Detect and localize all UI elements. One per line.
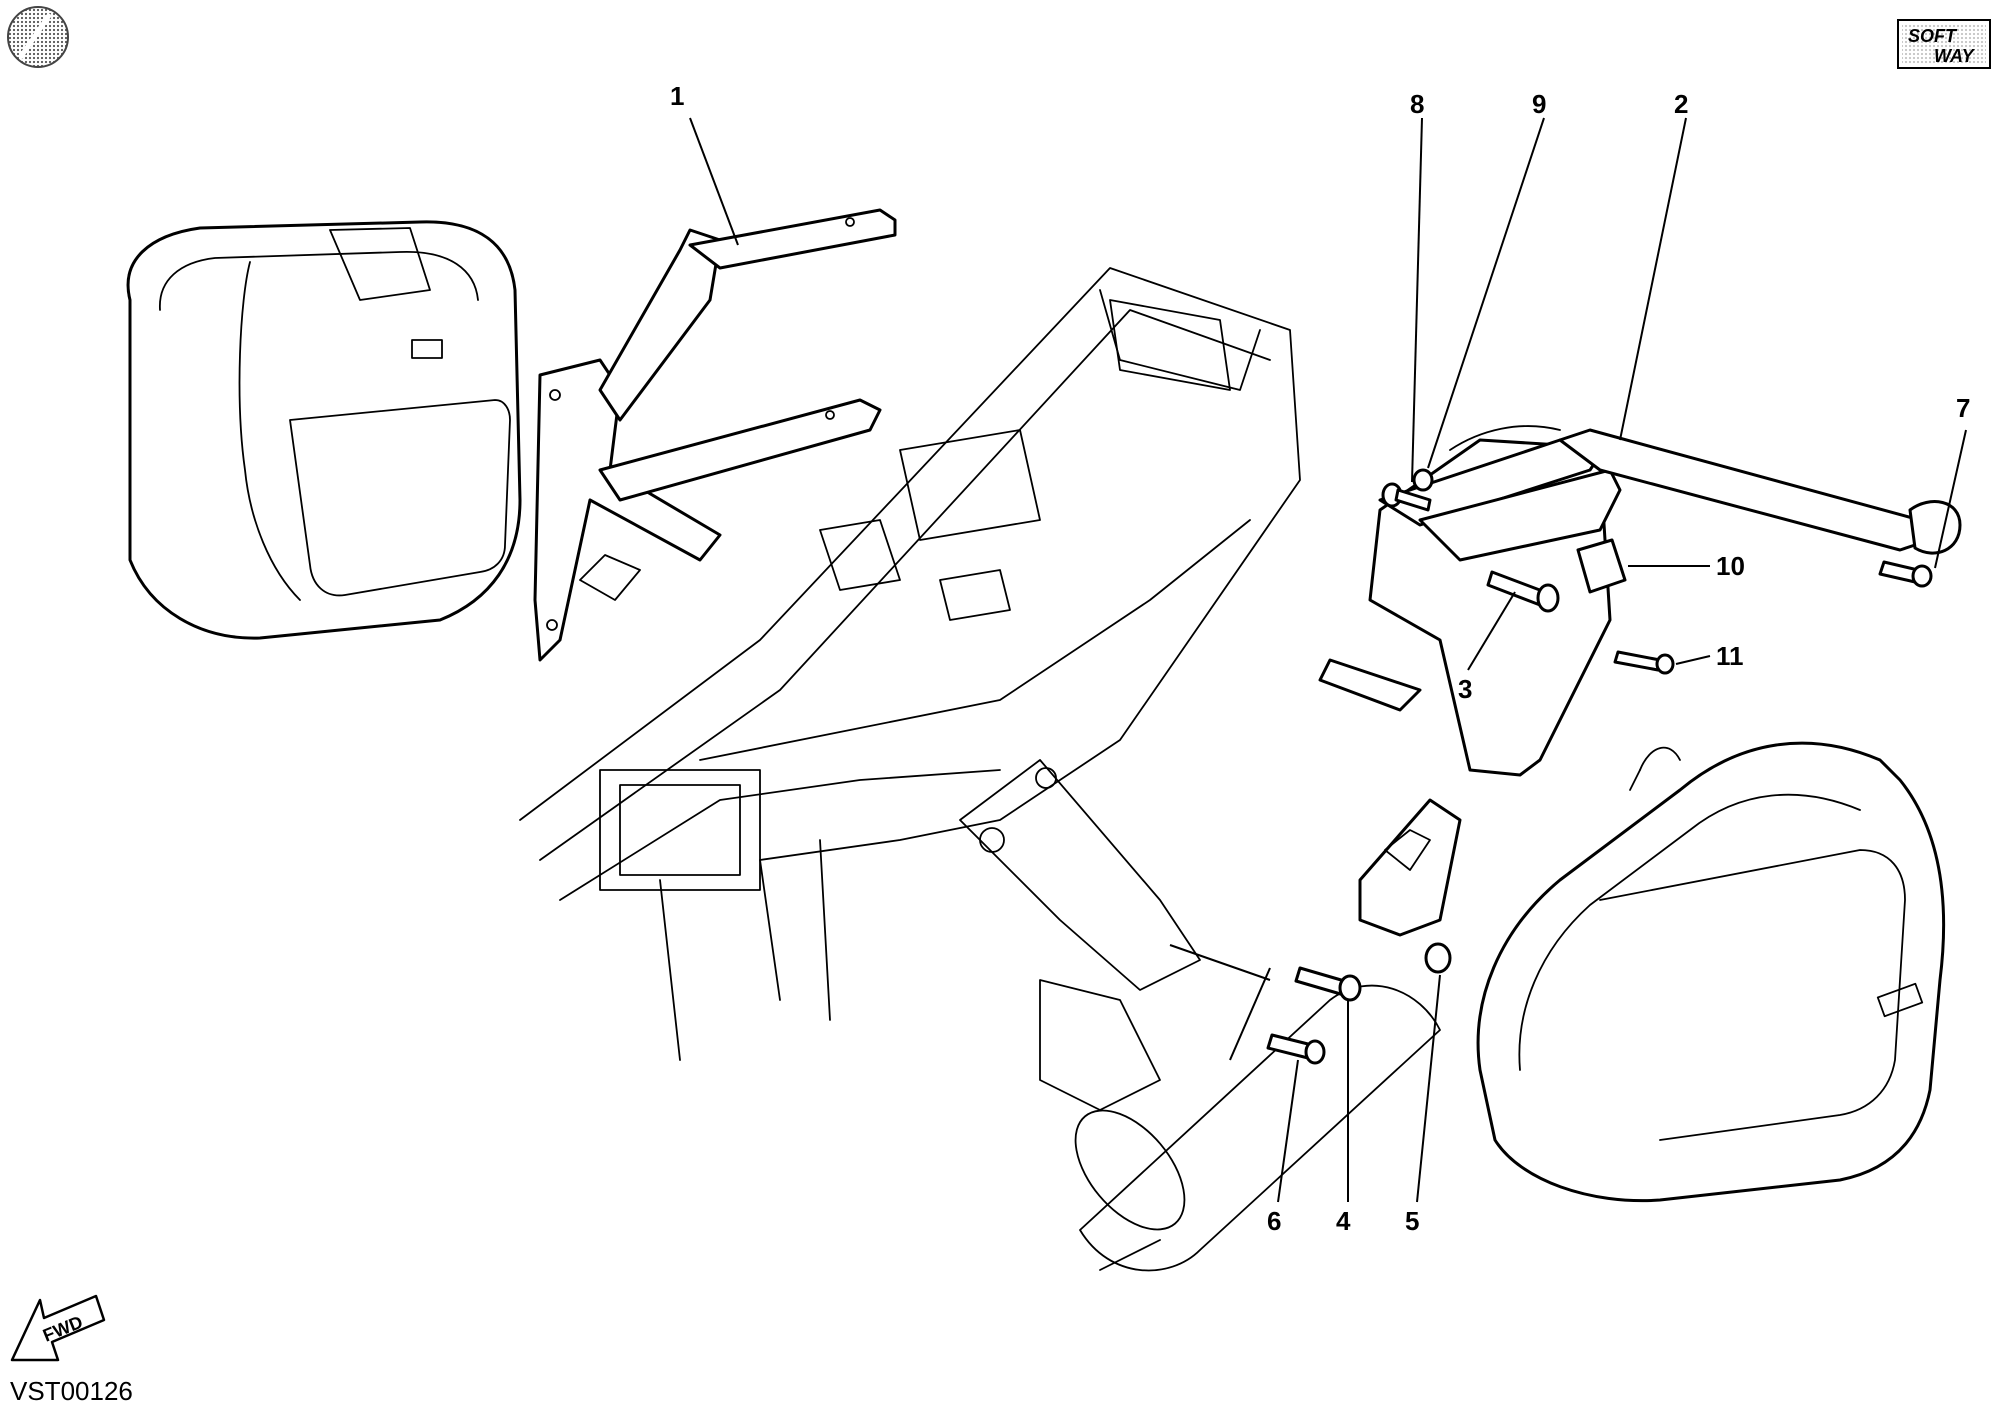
- callout-1: 1: [670, 81, 684, 111]
- part-3-bolt: [1486, 570, 1560, 613]
- right-pannier-case: [1476, 741, 1946, 1203]
- callout-10: 10: [1716, 551, 1745, 581]
- callout-8: 8: [1410, 89, 1424, 119]
- callout-9: 9: [1532, 89, 1546, 119]
- drawing-code: VST00126: [10, 1376, 133, 1406]
- rear-subframe: [519, 267, 1441, 1272]
- callout-3: 3: [1458, 674, 1472, 704]
- part-1-left-bracket: [533, 208, 897, 662]
- callout-5: 5: [1405, 1206, 1419, 1236]
- forward-arrow-icon: FWD: [10, 1294, 106, 1362]
- brand-line-2: WAY: [1934, 46, 1976, 66]
- part-4-bolt: [1294, 966, 1362, 1002]
- part-11-screw: [1613, 650, 1675, 675]
- callout-6: 6: [1267, 1206, 1281, 1236]
- corner-logo-icon: [7, 6, 69, 68]
- part-5-spacer: [1424, 942, 1452, 974]
- leader-lines: [689, 117, 1967, 1203]
- part-8-screw: [1381, 482, 1432, 512]
- part-9-washer: [1412, 468, 1434, 492]
- left-pannier-case: [126, 220, 522, 640]
- part-10-rubber-pad: [1576, 538, 1627, 594]
- callout-7: 7: [1956, 393, 1970, 423]
- callout-labels: 1 2 3 4 5 6 7 8 9 10 11: [670, 81, 1970, 1236]
- part-6-bolt: [1266, 1033, 1326, 1065]
- callout-11: 11: [1716, 641, 1744, 671]
- brand-line-1: SOFT: [1908, 26, 1958, 46]
- callout-2: 2: [1674, 89, 1688, 119]
- callout-4: 4: [1336, 1206, 1351, 1236]
- part-7-screw: [1878, 560, 1933, 588]
- brand-badge: SOFT WAY: [1897, 19, 1991, 69]
- part-2-right-bracket: [1318, 425, 1962, 937]
